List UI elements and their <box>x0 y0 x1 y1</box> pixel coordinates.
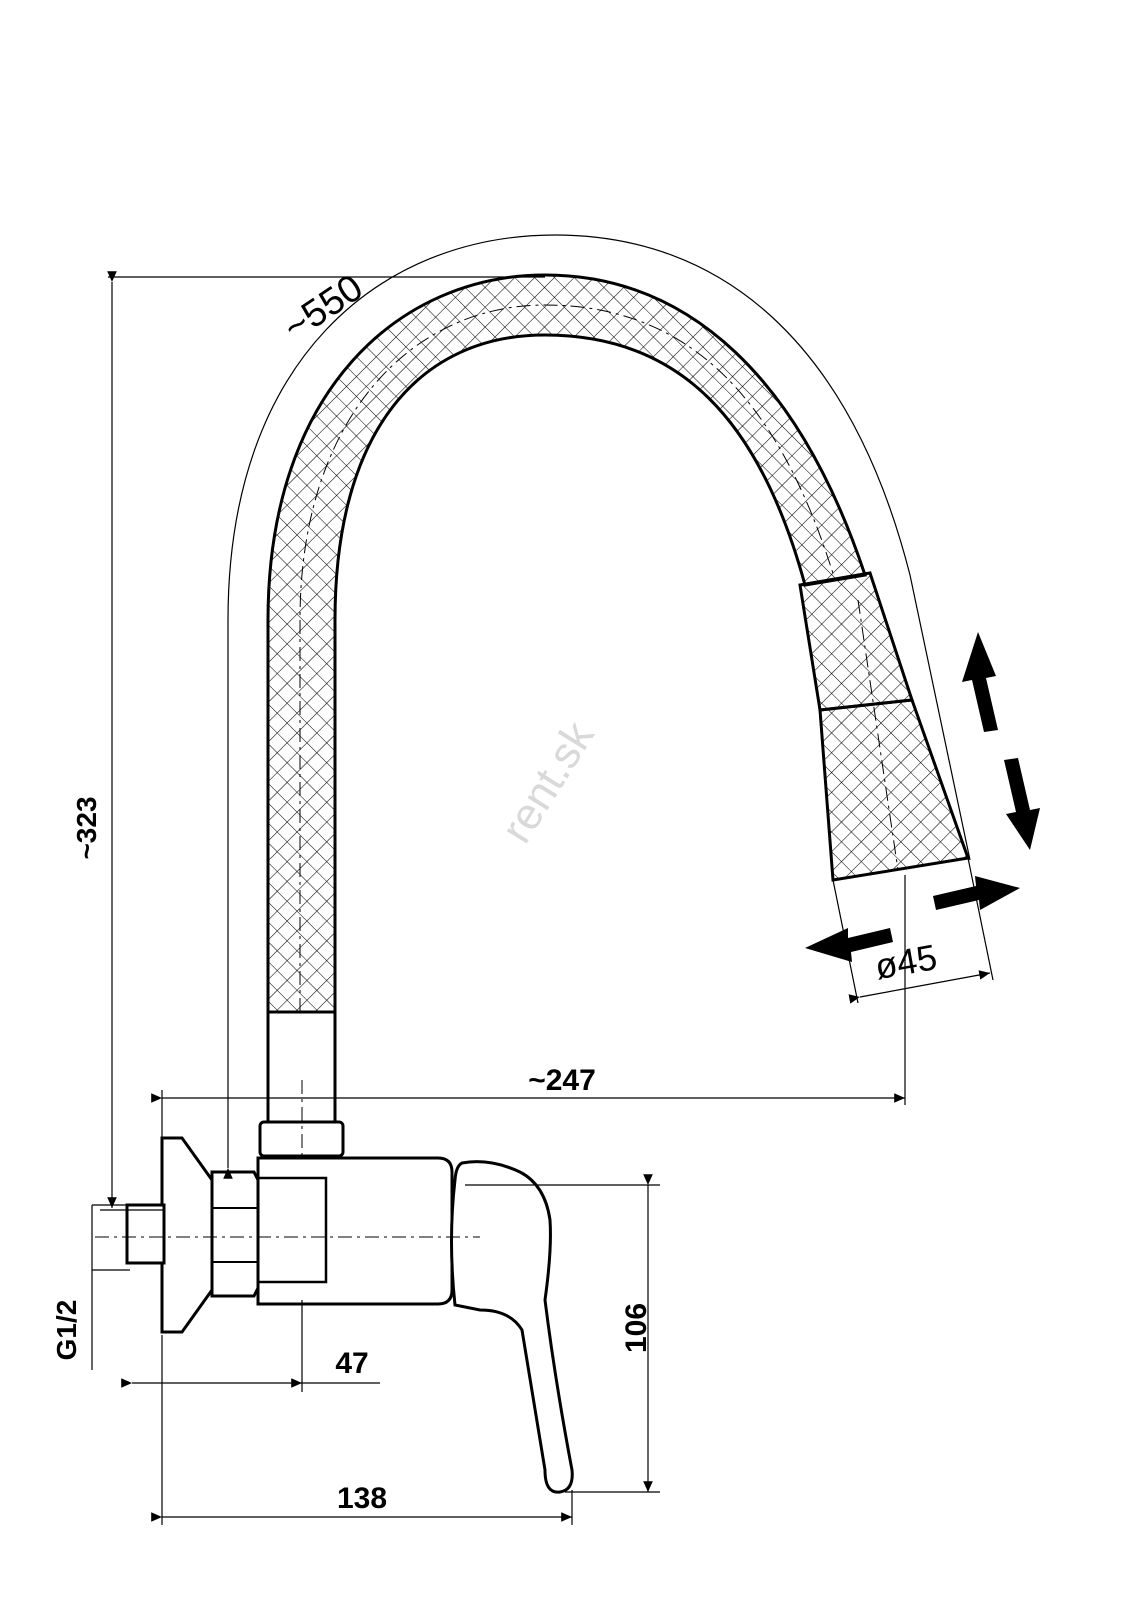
spout-connector <box>258 1010 345 1380</box>
dim-body-height-label: 106 <box>620 1303 653 1353</box>
dim-total-depth-label: 138 <box>337 1482 387 1515</box>
movement-arrows <box>805 632 1040 962</box>
spray-head <box>798 571 971 882</box>
dim-thread-label: G1/2 <box>51 1300 82 1361</box>
flexible-hose <box>266 273 867 1014</box>
watermark: rent.sk <box>492 712 604 851</box>
faucet-body <box>95 1136 574 1494</box>
dim-spout-length-label: ~550 <box>276 267 370 350</box>
dim-depth-spout-label: 47 <box>335 1347 368 1380</box>
dimension-lines <box>91 234 994 1525</box>
dim-reach-label: ~247 <box>528 1064 596 1097</box>
dim-height-label: ~323 <box>71 796 102 859</box>
